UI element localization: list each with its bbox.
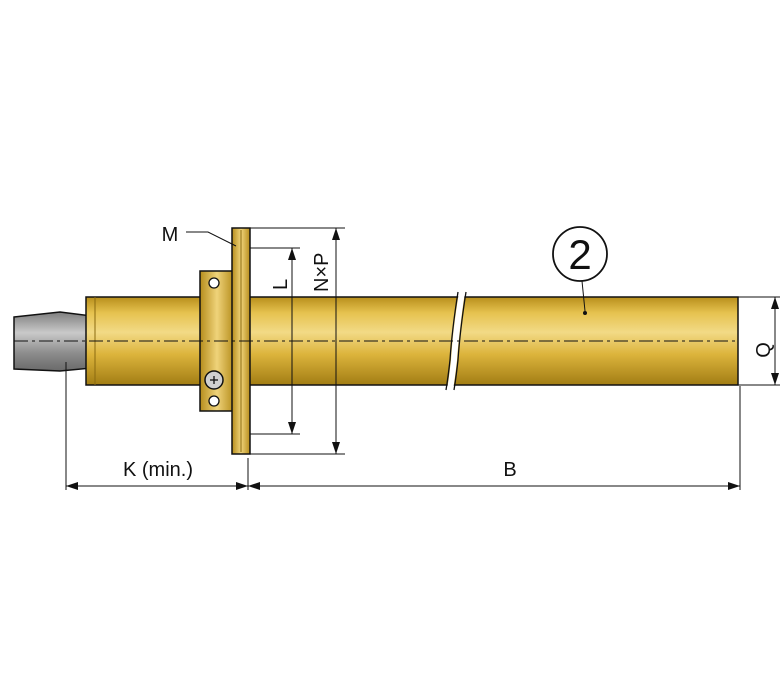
label-m: M xyxy=(162,224,179,246)
label-q: Q xyxy=(753,342,775,358)
dimension-k-min: K (min.) xyxy=(66,459,248,490)
label-part-number: 2 xyxy=(568,231,591,278)
label-b: B xyxy=(503,459,516,481)
flange-bolt-upper-icon xyxy=(208,277,220,289)
dimension-q: Q xyxy=(753,297,779,385)
label-nxp: N×P xyxy=(311,253,333,292)
dimension-nxp: N×P xyxy=(311,228,340,454)
part-number-balloon: 2 xyxy=(552,226,608,312)
flange-bolt-lower-icon xyxy=(208,395,220,407)
label-k-min: K (min.) xyxy=(123,459,193,481)
part-reference-dot xyxy=(583,311,587,315)
dimension-b: B xyxy=(248,459,740,490)
dimension-l: L xyxy=(270,248,296,434)
callout-m: M xyxy=(162,224,237,247)
label-l: L xyxy=(270,279,292,290)
extension-lines xyxy=(65,227,780,490)
tube-break-mark xyxy=(445,291,467,391)
